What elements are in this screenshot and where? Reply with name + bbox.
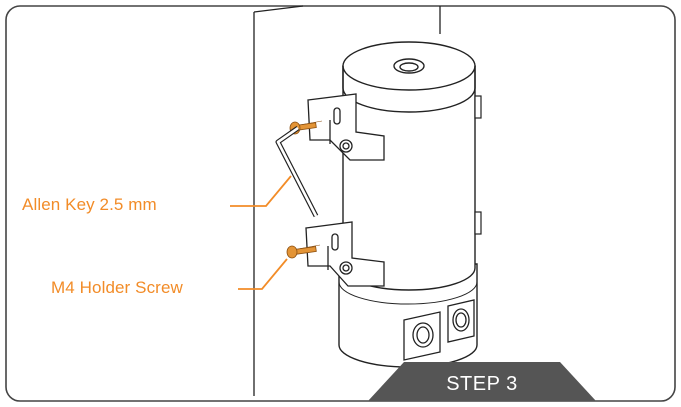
allen-key-callout: Allen Key 2.5 mm	[22, 195, 157, 214]
wall-panel	[253, 5, 441, 396]
callout-leaders	[230, 175, 292, 290]
step-banner	[368, 362, 596, 401]
tube-tabs	[474, 95, 482, 235]
lower-screw	[286, 244, 321, 259]
holder-screw-callout: M4 Holder Screw	[51, 278, 183, 297]
allen-key	[275, 125, 319, 218]
upper-bracket	[307, 93, 385, 161]
cylinder-body	[338, 41, 478, 368]
diagram-frame	[5, 5, 676, 402]
lower-bracket	[305, 221, 385, 287]
housing-ports	[403, 299, 475, 361]
step-label: STEP 3	[446, 373, 518, 395]
